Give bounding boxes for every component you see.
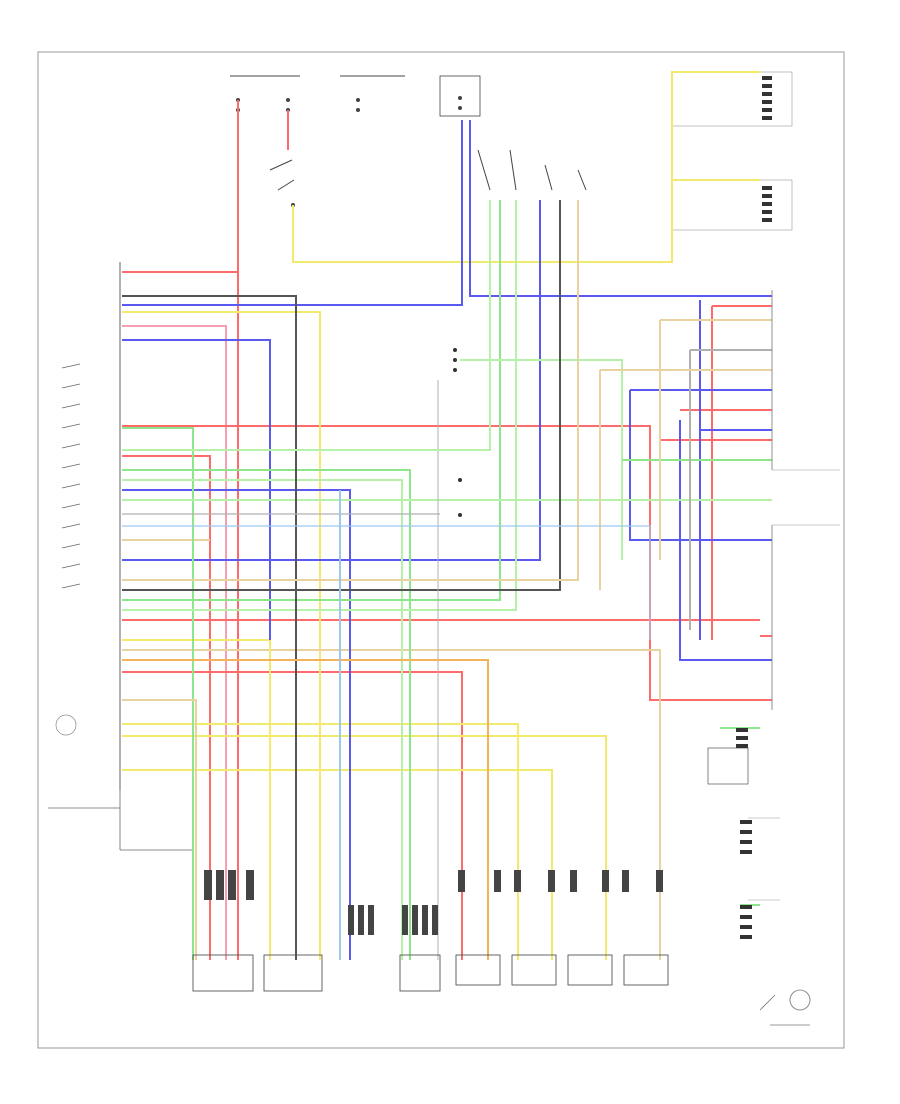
brake-switch <box>269 159 295 207</box>
fuse-block-top <box>230 75 481 117</box>
left-legend <box>61 363 81 589</box>
component-box-4 <box>455 954 501 986</box>
ecm-label-block <box>48 714 193 851</box>
component-box-3 <box>399 954 441 992</box>
bottom-right-switch <box>759 989 811 1026</box>
top-right-connectors <box>671 71 793 231</box>
diagram-frame <box>37 51 845 1049</box>
component-box-5 <box>511 954 557 986</box>
center-connector <box>453 348 462 517</box>
wires <box>122 71 772 960</box>
right-connectors <box>707 290 840 939</box>
component-box-2 <box>263 954 323 992</box>
bottom-components <box>192 870 669 992</box>
component-box-1 <box>192 954 254 992</box>
component-box-7 <box>623 954 669 986</box>
center-switches <box>477 149 587 191</box>
component-box-6 <box>567 954 613 986</box>
ground-box <box>707 747 749 785</box>
